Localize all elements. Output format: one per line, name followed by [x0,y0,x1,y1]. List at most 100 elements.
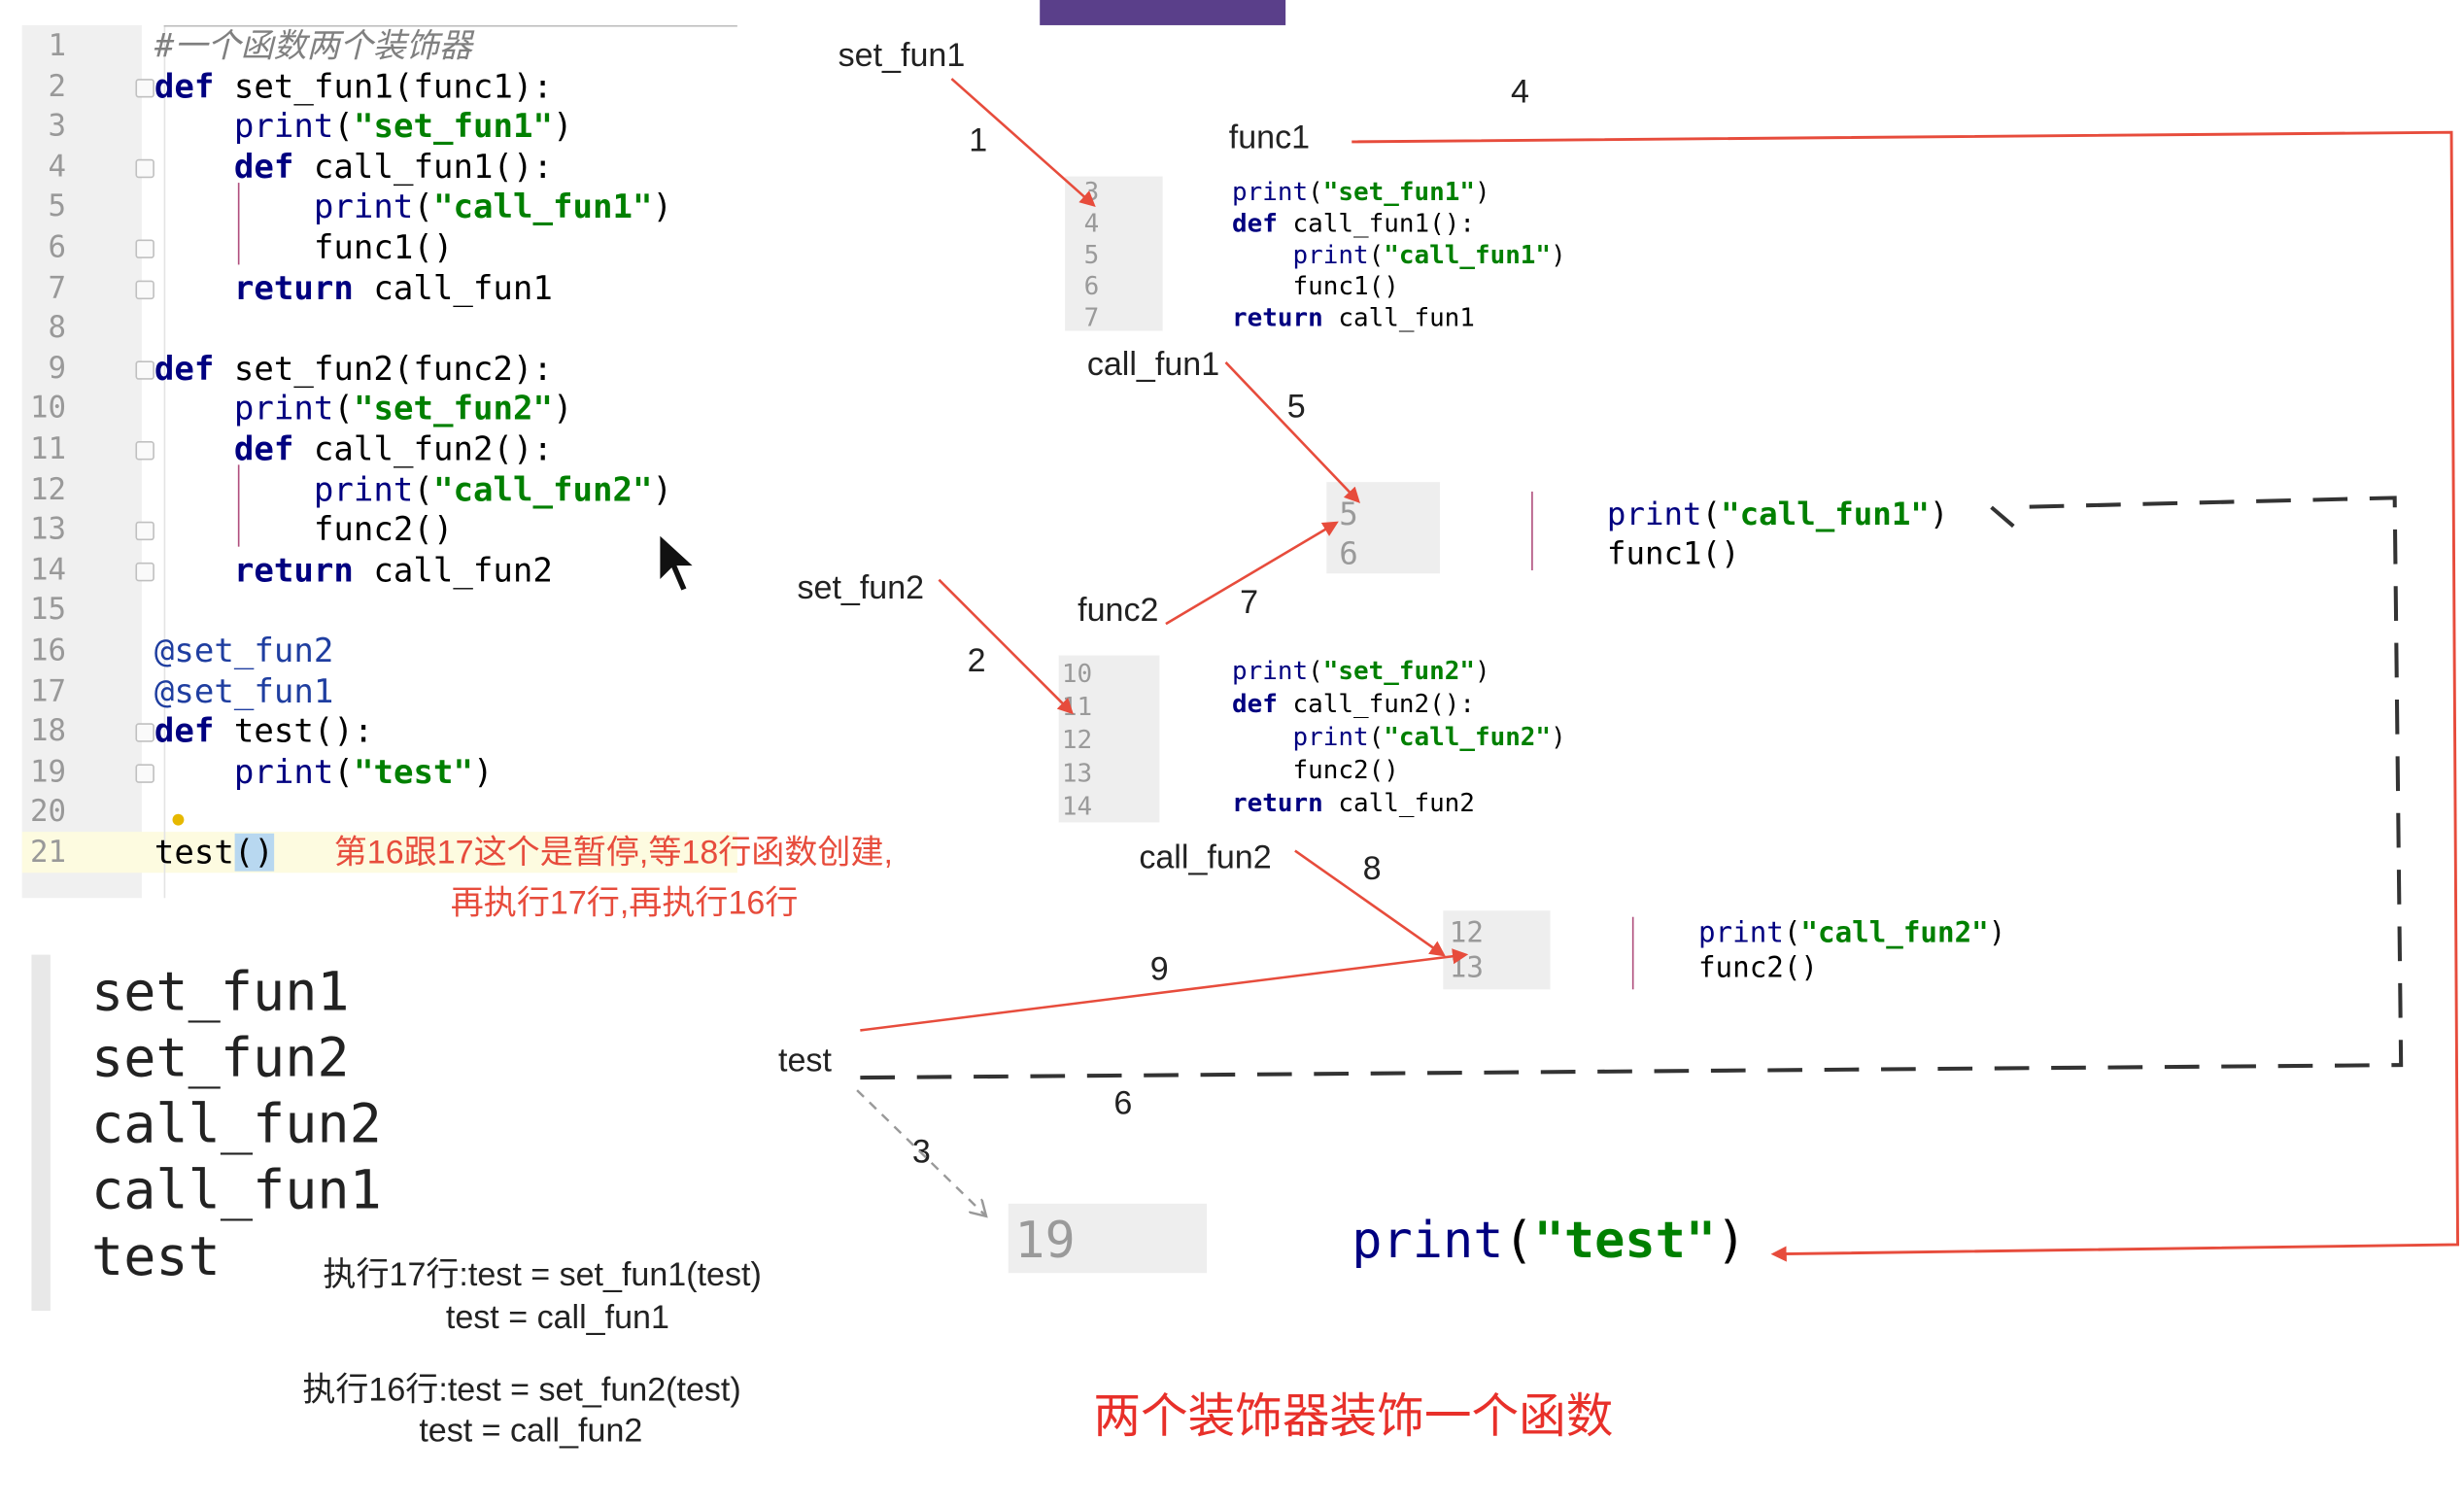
fold-marker-icon[interactable] [135,723,154,743]
code-token: return [1232,302,1323,333]
code-token: ( [1308,655,1323,686]
console-sidebar [31,954,51,1312]
code-token: print [1232,655,1309,686]
code-text: print("set_fun1") [154,108,573,149]
output-line: set_fun1 [91,961,350,1024]
code-token: #一个函数两个装饰器 [154,26,472,65]
code-token: "call_fun2" [432,470,653,509]
snippet-gutter [1008,1203,1208,1274]
label-call-fun2: call_fun2 [1139,839,1272,876]
exec17-line2: test = call_fun1 [445,1299,669,1337]
indent-guide [1531,491,1533,570]
code-token: () [233,833,274,872]
code-text: print("call_fun2") [154,470,672,511]
code-token: ) [1988,916,2006,950]
code-token: ( [1701,495,1722,533]
line-number: 19 [29,754,67,790]
fold-marker-icon[interactable] [135,239,154,258]
exec16-line1: 执行16行:test = set_fun2(test) [302,1372,741,1409]
code-line: 4 def call_fun1(): [22,148,737,188]
code-line: 16@set_fun2 [22,632,737,672]
fold-marker-icon[interactable] [135,78,154,97]
code-token: @set_fun1 [154,671,334,710]
snippet-code-line: func2() [1698,951,1818,984]
step-number: 2 [967,642,986,679]
snippet-code-line: print("call_fun1") [1232,239,1566,270]
code-token: "call_fun2" [1384,721,1552,752]
code-line: 8 [22,309,737,350]
snippet-code-line: print("call_fun1") [1607,495,1948,532]
fold-marker-icon[interactable] [135,359,154,380]
line-number: 9 [48,351,67,386]
code-text: @set_fun1 [154,672,334,713]
code-token: ( [1783,916,1801,950]
lightbulb-icon[interactable]: ● [170,803,187,834]
arrow-2 [938,578,1074,715]
step-number: 1 [969,122,988,159]
fold-marker-icon[interactable] [135,441,154,461]
indent-guide [237,464,240,547]
code-token: "test" [1533,1210,1717,1270]
output-line: call_fun2 [91,1093,382,1157]
line-number: 1 [48,28,67,63]
exec17-line1: 执行17行:test = set_fun1(test) [323,1256,762,1294]
code-token: ( [1503,1210,1534,1270]
code-token: "test" [353,752,473,791]
code-token: "call_fun1" [1384,239,1552,270]
code-line: 19 print("test") [22,753,737,794]
code-token: func1() [1232,270,1399,301]
code-token: call_fun2 [353,551,553,590]
line-number: 5 [48,189,67,224]
output-line: test [91,1225,221,1289]
fold-marker-icon[interactable] [135,158,154,178]
code-token: call_fun1(): [293,148,553,187]
code-token: return [1232,787,1323,818]
code-token: func2() [1697,951,1818,985]
code-text: return call_fun1 [154,269,553,310]
code-token: func1() [1606,533,1740,572]
code-token: "call_fun1" [432,188,653,226]
fold-marker-icon[interactable] [135,764,154,783]
snippet-line-number: 14 [1061,790,1093,821]
code-text: return call_fun2 [154,551,553,592]
step-number: 6 [1113,1085,1133,1122]
code-token: def [154,67,215,105]
code-token: print [233,390,334,428]
code-token: def [154,349,215,388]
arrow-7 [1165,521,1339,626]
code-token: def [233,429,294,468]
diagram-title: 两个装饰器装饰一个函数 [1093,1390,1614,1444]
code-line: 13 func2() [22,511,737,552]
gutter-divider [163,24,166,899]
snippet-code-line: print("call_fun2") [1698,917,2005,950]
line-number: 2 [48,68,67,104]
code-text: print("set_fun2") [154,390,573,430]
code-line: 1 #一个函数两个装饰器 [22,27,737,68]
code-token: ) [472,752,494,791]
code-token: ) [1551,721,1566,752]
fold-marker-icon[interactable] [135,279,154,299]
code-token: ( [413,188,433,226]
code-token: ) [1551,239,1566,270]
code-token: ( [1368,239,1385,270]
arrow-8 [1294,849,1446,957]
label-call-fun1: call_fun1 [1086,346,1220,384]
snippet-gutter [1058,655,1160,823]
line-number: 13 [29,512,67,547]
label-set-fun1: set_fun1 [838,37,966,75]
code-token: print [313,470,414,509]
fold-marker-icon[interactable] [135,562,154,582]
fold-marker-icon[interactable] [135,522,154,541]
code-line: 3 print("set_fun1") [22,108,737,149]
code-token: @set_fun2 [154,632,334,670]
arrow-3 [856,1089,986,1216]
code-token: def [1232,688,1278,719]
code-token: return [233,551,354,590]
label-set-fun2: set_fun2 [797,569,925,607]
line-number: 4 [48,149,67,185]
code-token: call_fun1(): [1277,208,1475,238]
line-number: 8 [48,310,67,346]
